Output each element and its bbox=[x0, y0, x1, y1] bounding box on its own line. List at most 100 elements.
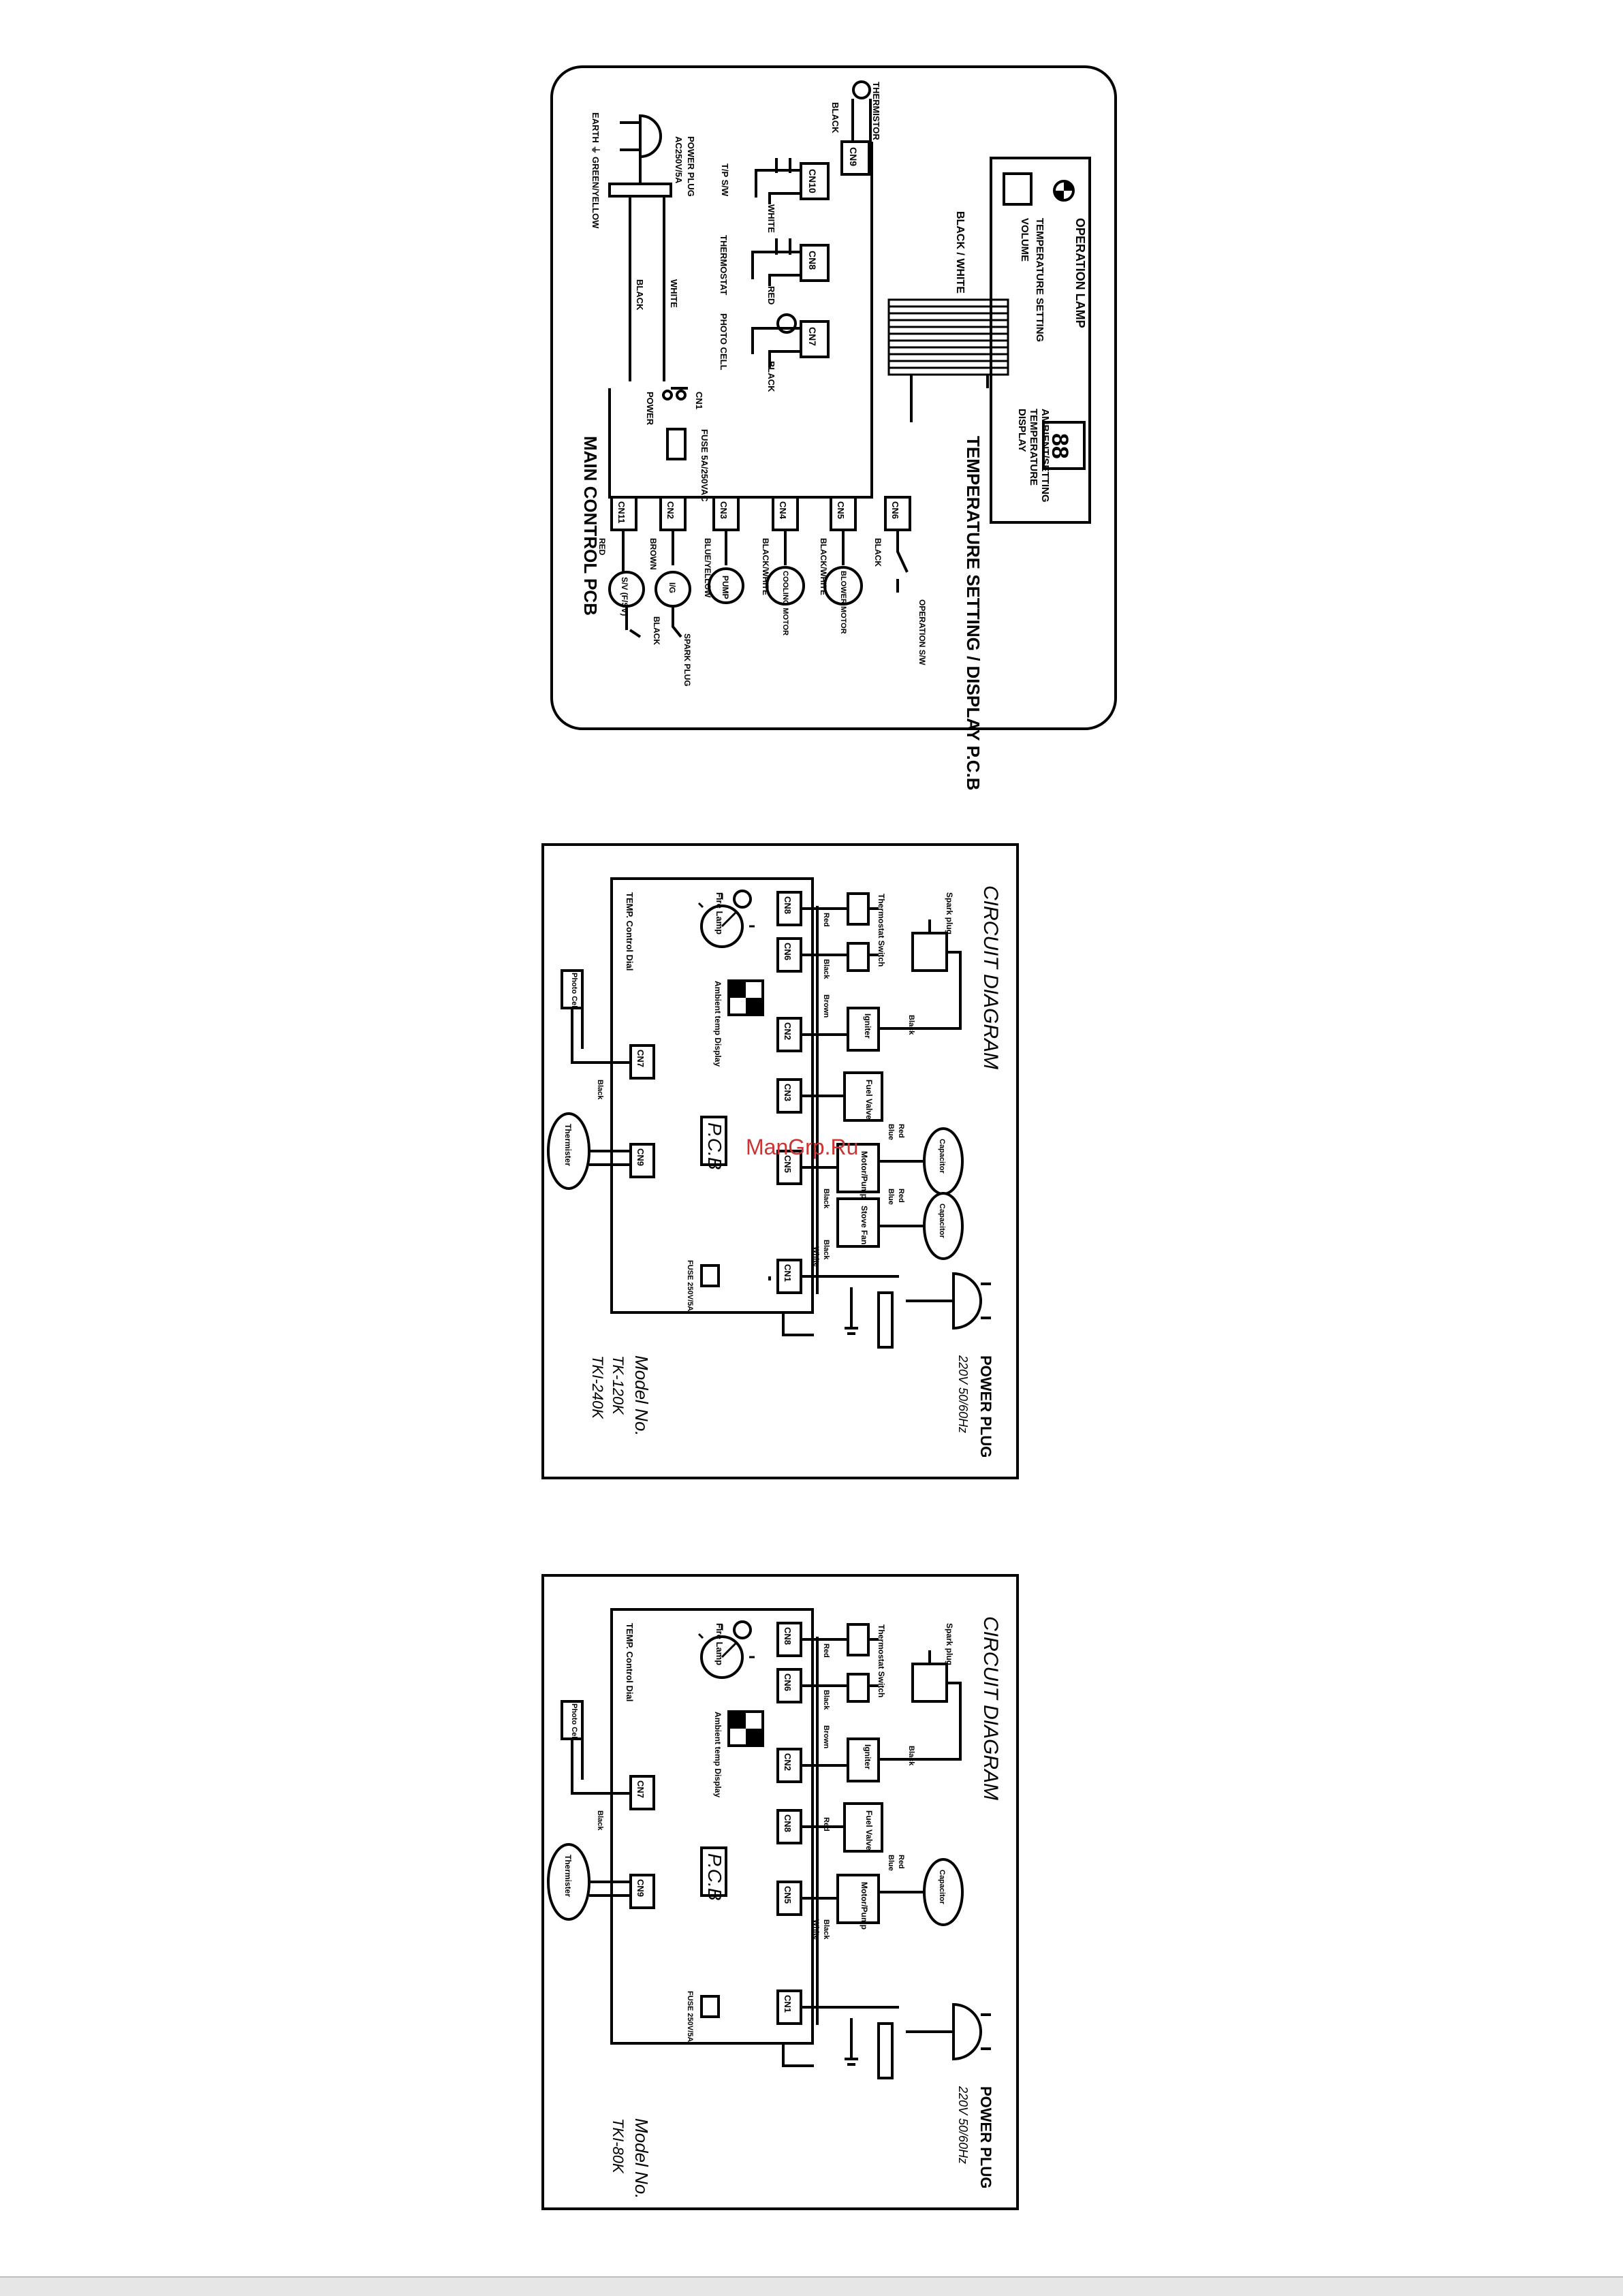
digit-display-box bbox=[1042, 421, 1086, 470]
d3-fuse bbox=[700, 1995, 720, 2018]
svg-text:PUMP: PUMP bbox=[721, 576, 730, 599]
thermostat-contact bbox=[775, 238, 791, 255]
diagram3-title: CIRCUIT DIAGRAM bbox=[979, 1616, 1002, 1800]
label-ambient-setting: AMBIENT/SETTING bbox=[1039, 409, 1051, 503]
svg-text:CN6: CN6 bbox=[890, 501, 900, 519]
conn-cn10 bbox=[800, 162, 830, 200]
d2-fuse bbox=[700, 1264, 720, 1287]
d2-thermostat bbox=[847, 892, 870, 926]
svg-text:POWER PLUG: POWER PLUG bbox=[686, 136, 696, 197]
photocell-wires bbox=[751, 327, 801, 368]
svg-text:CN7: CN7 bbox=[807, 327, 818, 346]
thermistor-icon bbox=[852, 80, 871, 99]
conn-cn7 bbox=[800, 320, 830, 358]
svg-text:PHOTO CELL: PHOTO CELL bbox=[719, 313, 729, 371]
d3-thermostat bbox=[847, 1623, 870, 1656]
power-plug-main: POWER PLUG AC250V/5A EARTH ⏚ GREEN/YELLO… bbox=[590, 112, 696, 390]
bottom-scrollbar[interactable] bbox=[0, 2276, 1623, 2296]
svg-text:CN2: CN2 bbox=[665, 501, 676, 519]
svg-text:CN1: CN1 bbox=[694, 392, 704, 409]
d2-plug-body bbox=[877, 1291, 894, 1349]
svg-text:Black: Black bbox=[907, 1746, 915, 1766]
svg-text:CN6: CN6 bbox=[783, 943, 793, 960]
svg-text:Red: Red bbox=[897, 1189, 905, 1203]
svg-text:Photo Cell: Photo Cell bbox=[570, 973, 578, 1009]
svg-text:Thermister: Thermister bbox=[563, 1124, 573, 1166]
d3-cn9 bbox=[629, 1874, 655, 1909]
conn-cn2 bbox=[659, 496, 687, 531]
svg-text:CN5: CN5 bbox=[836, 501, 846, 519]
svg-text:Red: Red bbox=[822, 913, 830, 927]
d2-wiring bbox=[801, 906, 899, 1294]
svg-text:BLACK: BLACK bbox=[635, 279, 645, 311]
blower-motor-icon bbox=[823, 566, 863, 606]
svg-text:CN2: CN2 bbox=[783, 1022, 793, 1040]
svg-text:Capacitor: Capacitor bbox=[938, 1139, 946, 1174]
main-cn1-fuse: CN1 POWER FUSE 5A/250VAC bbox=[645, 390, 710, 502]
d3-cn2 bbox=[776, 1748, 802, 1783]
d2-cn9 bbox=[629, 1143, 655, 1178]
svg-text:EARTH ⏚ GREEN/YELLOW: EARTH ⏚ GREEN/YELLOW bbox=[590, 112, 601, 229]
svg-text:BLACK/WHITE: BLACK/WHITE bbox=[761, 538, 770, 595]
sensor-switches: T/P S/W WHITE THERMOSTAT RED PHOTO CELL … bbox=[719, 158, 801, 392]
svg-text:Blue: Blue bbox=[887, 1855, 895, 1871]
svg-text:Black: Black bbox=[596, 1080, 604, 1100]
svg-text:CN5: CN5 bbox=[783, 1155, 793, 1173]
svg-text:RED: RED bbox=[766, 286, 776, 304]
d2-cn5 bbox=[776, 1150, 802, 1185]
svg-text:BLACK: BLACK bbox=[652, 616, 661, 645]
svg-text:T/P S/W: T/P S/W bbox=[720, 163, 730, 197]
lamp-fill bbox=[1054, 181, 1073, 200]
svg-text:Red: Red bbox=[897, 1124, 905, 1138]
d2-cap-leads bbox=[879, 1160, 924, 1227]
svg-text:TEMP. Control Dial: TEMP. Control Dial bbox=[625, 892, 635, 971]
svg-text:THERMOSTAT: THERMOSTAT bbox=[719, 235, 729, 295]
d2-ground bbox=[845, 1287, 858, 1335]
d3-thermister-wires bbox=[589, 1881, 631, 1897]
svg-text:Spark plug: Spark plug bbox=[945, 892, 954, 934]
svg-text:CN3: CN3 bbox=[783, 1084, 793, 1101]
diagram3-power-plug: POWER PLUG bbox=[977, 2086, 994, 2188]
label-temperature-setting: TEMPERATURE SETTING bbox=[1034, 218, 1045, 342]
svg-text:FUSE 250V/5A: FUSE 250V/5A bbox=[686, 1260, 694, 1311]
svg-text:AC250V/5A: AC250V/5A bbox=[674, 136, 684, 184]
thermistor-part: THERMISTOR BLACK bbox=[830, 80, 881, 142]
plug-cord bbox=[620, 121, 688, 390]
diagram3-model-1: TKI-80K bbox=[610, 2118, 627, 2174]
svg-text:TEMP. Control Dial: TEMP. Control Dial bbox=[625, 1623, 635, 1701]
svg-text:Thermostat Switch: Thermostat Switch bbox=[877, 894, 886, 966]
bottom-leads bbox=[622, 530, 909, 593]
svg-text:CN3: CN3 bbox=[719, 501, 729, 519]
main-bottom-connectors: CN11 CN2 CN3 CN4 CN5 CN6 S/V (F/SV) I/G … bbox=[597, 496, 927, 687]
svg-text:COOLING MOTOR: COOLING MOTOR bbox=[781, 571, 789, 635]
svg-text:Motor/Pump: Motor/Pump bbox=[860, 1151, 869, 1199]
d2-igniter bbox=[847, 1007, 880, 1052]
svg-text:CN7: CN7 bbox=[635, 1050, 646, 1067]
svg-text:SPARK PLUG: SPARK PLUG bbox=[682, 633, 692, 687]
svg-text:Black: Black bbox=[822, 1690, 830, 1710]
tp-switch-contact bbox=[775, 158, 791, 173]
diagram2-model-1: TK-120K bbox=[610, 1355, 627, 1415]
svg-text:CN9: CN9 bbox=[635, 1148, 646, 1166]
circuit-diagram-3: CIRCUIT DIAGRAM POWER PLUG 220V 50/60Hz … bbox=[541, 1574, 1019, 2210]
d2-plug-pins bbox=[906, 1283, 991, 1319]
d3-fire-lamp-icon bbox=[733, 1620, 752, 1639]
svg-text:FUSE 250V/5A: FUSE 250V/5A bbox=[686, 1991, 694, 2042]
d3-fuse-wire bbox=[782, 2043, 814, 2067]
svg-text:CN1: CN1 bbox=[783, 1995, 793, 2013]
svg-text:CN10: CN10 bbox=[807, 169, 818, 193]
diagram3-frame bbox=[541, 1574, 1019, 2210]
ribbon-wires bbox=[889, 305, 1008, 369]
svg-text:BLUE/YELLOW: BLUE/YELLOW bbox=[703, 538, 712, 598]
svg-text:FUSE 5A/250VAC: FUSE 5A/250VAC bbox=[699, 429, 710, 502]
diagram-frame bbox=[550, 65, 1117, 730]
diagram3-power-spec: 220V 50/60Hz bbox=[956, 2086, 970, 2164]
conn-cn9 bbox=[840, 140, 870, 176]
d2-thermister-wires bbox=[589, 1150, 631, 1166]
svg-text:RED: RED bbox=[597, 538, 607, 556]
svg-text:Black: Black bbox=[822, 1919, 830, 1940]
svg-text:Black: Black bbox=[822, 1189, 830, 1209]
svg-text:CN7: CN7 bbox=[635, 1780, 646, 1798]
d3-ground bbox=[845, 2018, 858, 2066]
svg-text:Black: Black bbox=[822, 1240, 830, 1260]
